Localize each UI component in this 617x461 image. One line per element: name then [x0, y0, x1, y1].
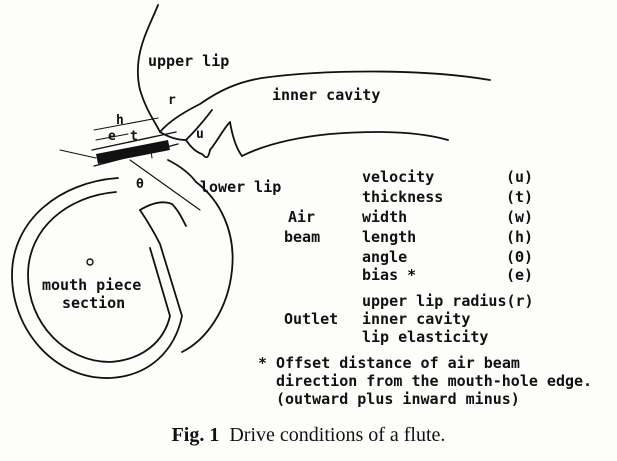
cavity-tooth [209, 121, 243, 157]
mouthpiece-outer-ring [11, 177, 183, 379]
air-beam-extension [59, 149, 97, 159]
velocity-symbol: u [196, 127, 204, 142]
dimension-line-e [95, 133, 129, 141]
dimension-line-h [93, 117, 159, 131]
inner-cavity-lower-wall [241, 131, 449, 157]
beam-direction-line [129, 159, 201, 211]
radius-symbol: r [168, 93, 176, 108]
figure-number: Fig. 1 [171, 424, 220, 446]
param-thickness-symbol: (t) [506, 188, 534, 206]
lower-lip-label: lower lip [200, 178, 282, 196]
upper-lip-tip [159, 131, 187, 141]
footnote-line1: * Offset distance of air beam [258, 354, 520, 372]
air-beam-jet [96, 140, 170, 164]
section-label: section [62, 294, 126, 312]
air-beam-upper-edge [91, 131, 177, 151]
lower-lip-outline [185, 139, 211, 159]
footnote-line2: direction from the mouth-hole edge. [276, 372, 593, 390]
param-length-symbol: (h) [506, 228, 534, 246]
figure-caption-text: Drive conditions of a flute. [229, 424, 446, 446]
upper-lip-label: upper lip [148, 52, 230, 70]
param-bias-name: bias * [362, 266, 417, 284]
param-angle-symbol: (Θ) [506, 248, 534, 266]
lower-lip-front [167, 159, 197, 183]
mouthpiece-edge [139, 201, 187, 227]
angle-symbol: θ [136, 177, 144, 192]
outlet-group-label: Outlet [284, 310, 339, 328]
length-symbol: h [116, 113, 124, 128]
inner-cavity-upper-wall [185, 109, 213, 141]
param-angle-name: angle [362, 248, 408, 266]
air-beam-group-line2: beam [284, 228, 321, 246]
upper-lip-outline [136, 4, 491, 133]
inner-cavity-label: inner cavity [272, 86, 381, 104]
param-length-name: length [362, 228, 417, 246]
bias-symbol: e [108, 129, 116, 144]
chin-outline [181, 181, 234, 353]
param-width-symbol: (w) [506, 208, 534, 226]
outlet-param-inner-cavity: inner cavity [362, 310, 471, 328]
mouthpiece-inner-ring [27, 191, 171, 363]
mouthpiece-center-mark [86, 258, 94, 266]
figure-caption: Fig. 1 Drive conditions of a flute. [0, 425, 617, 445]
footnote-line3: (outward plus inward minus) [276, 390, 520, 408]
param-bias-symbol: (e) [506, 266, 534, 284]
param-velocity-symbol: (u) [506, 168, 534, 186]
param-thickness-name: thickness [362, 188, 444, 206]
thickness-symbol: t [130, 129, 138, 144]
air-beam-group-line1: Air [288, 208, 316, 226]
mouth-piece-label: mouth piece [42, 276, 142, 294]
outlet-param-upper-lip-radius: upper lip radius(r) [362, 292, 534, 310]
param-width-name: width [362, 208, 408, 226]
outlet-param-lip-elasticity: lip elasticity [362, 328, 489, 346]
param-velocity-name: velocity [362, 168, 435, 186]
